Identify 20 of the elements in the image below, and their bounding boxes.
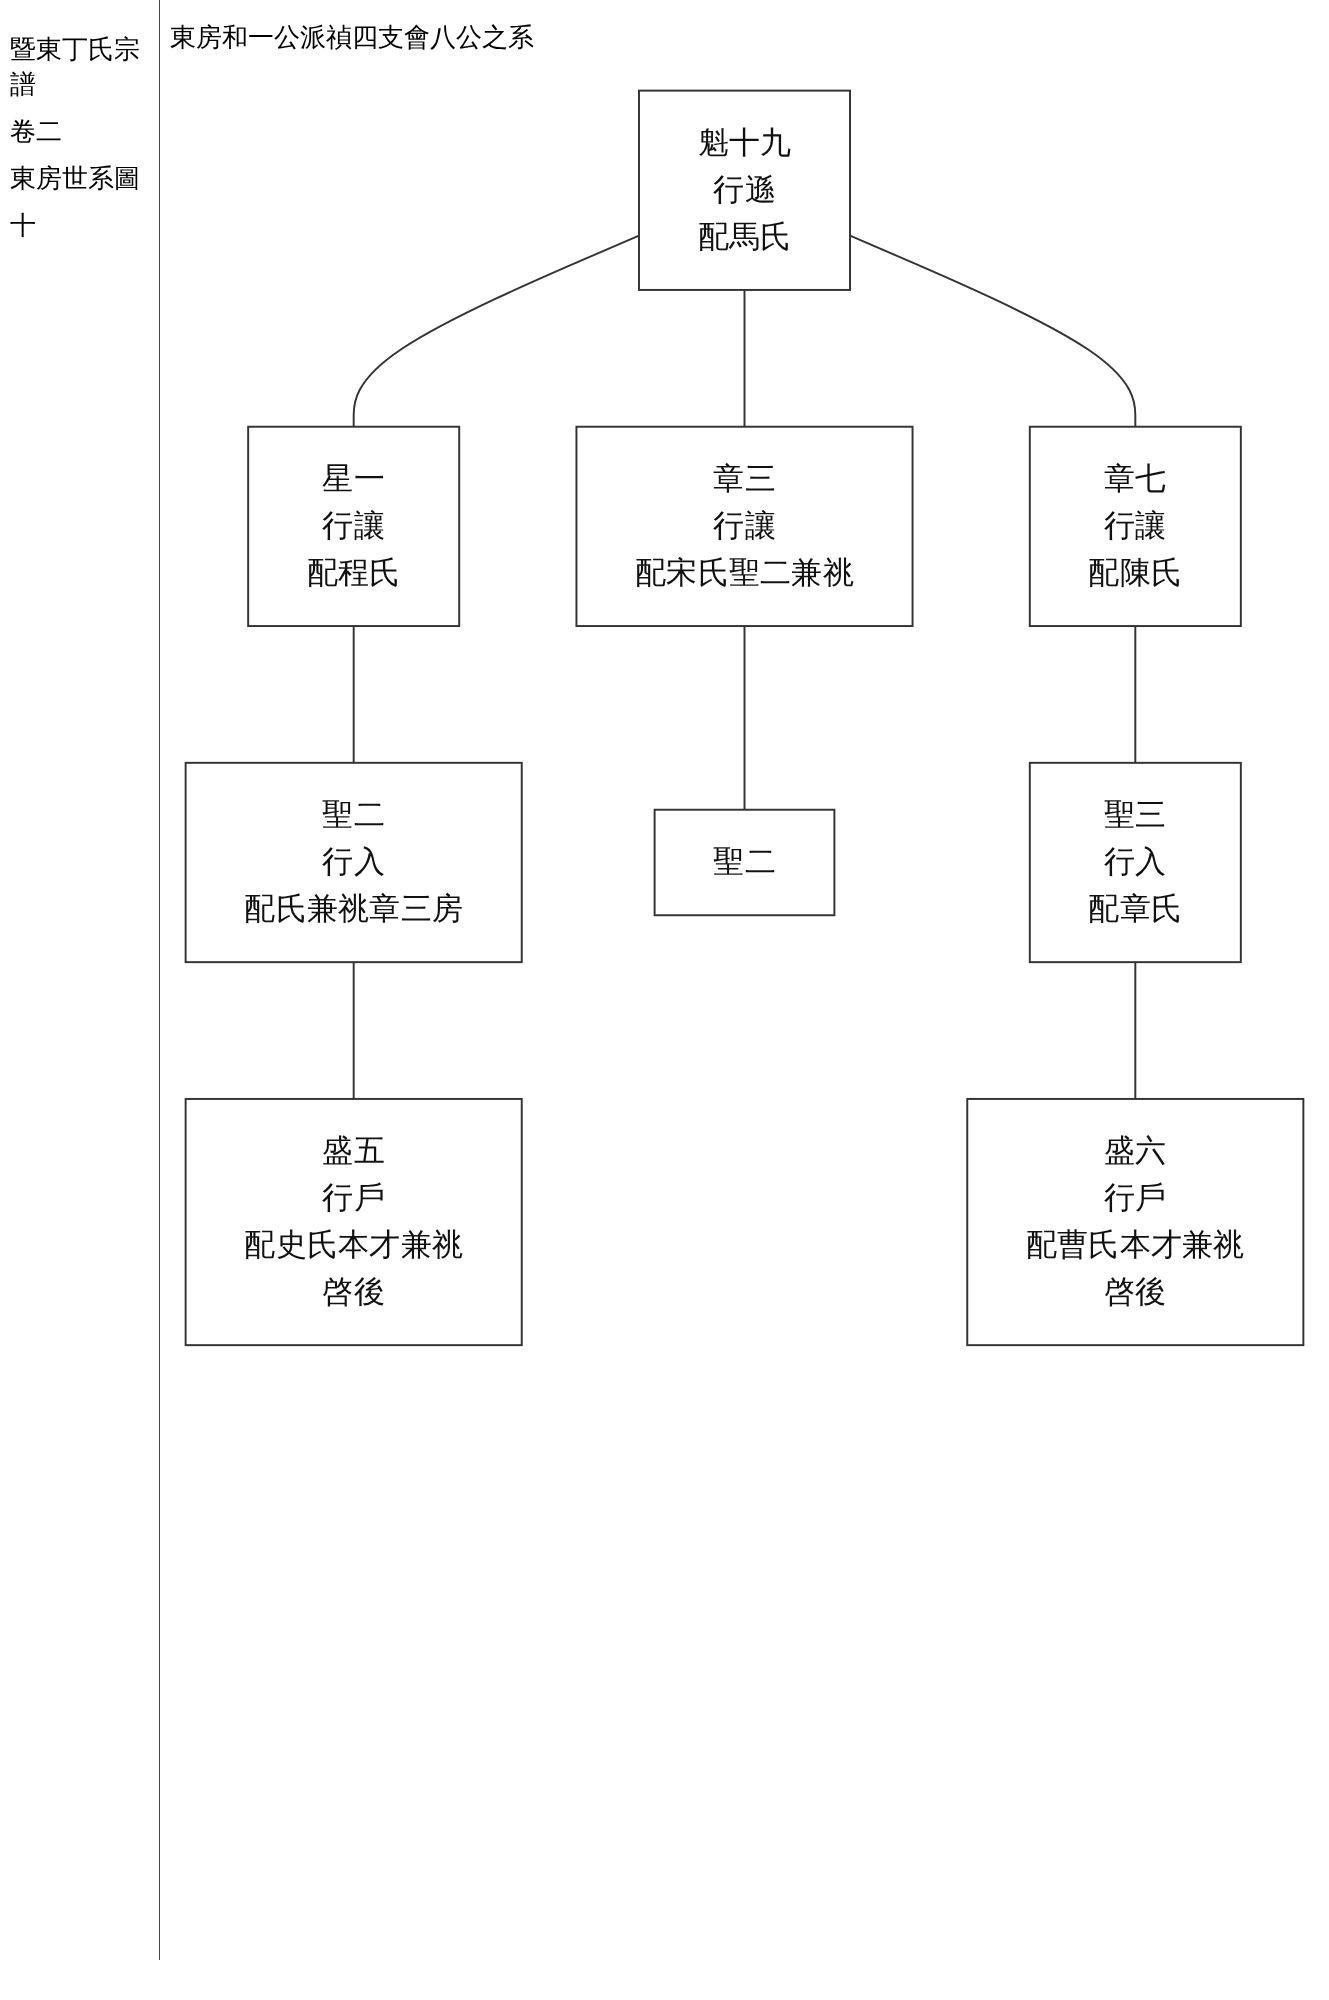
margin-text: 卷二 [10, 115, 63, 148]
heading: 東房和一公派禎四支會八公之系 [170, 21, 535, 54]
node-box: 聖二 [653, 808, 836, 917]
node-box: 聖二 行入 配氏兼祧章三房 [184, 761, 523, 964]
node-box: 星一 行讓 配程氏 [247, 425, 461, 628]
node-box: 章三 行讓 配宋氏聖二兼祧 [575, 425, 914, 628]
connector [352, 961, 355, 1100]
node-box: 盛六 行戶 配曹氏本才兼祧 啓後 [966, 1097, 1305, 1347]
margin-text: 十 [10, 209, 37, 242]
margin-text: 東房世系圖 [10, 162, 141, 195]
connector [1134, 625, 1137, 764]
node-box: 魁十九 行遜 配馬氏 [638, 89, 851, 291]
node-box: 盛五 行戶 配史氏本才兼祧 啓後 [184, 1097, 523, 1347]
connector [743, 625, 746, 811]
node-box: 章七 行讓 配陳氏 [1028, 425, 1242, 628]
node-box: 聖三 行入 配章氏 [1028, 761, 1242, 964]
margin-text: 暨東丁氏宗譜 [10, 33, 141, 101]
connector [743, 288, 746, 428]
connector [352, 625, 355, 764]
connector [1134, 961, 1137, 1100]
